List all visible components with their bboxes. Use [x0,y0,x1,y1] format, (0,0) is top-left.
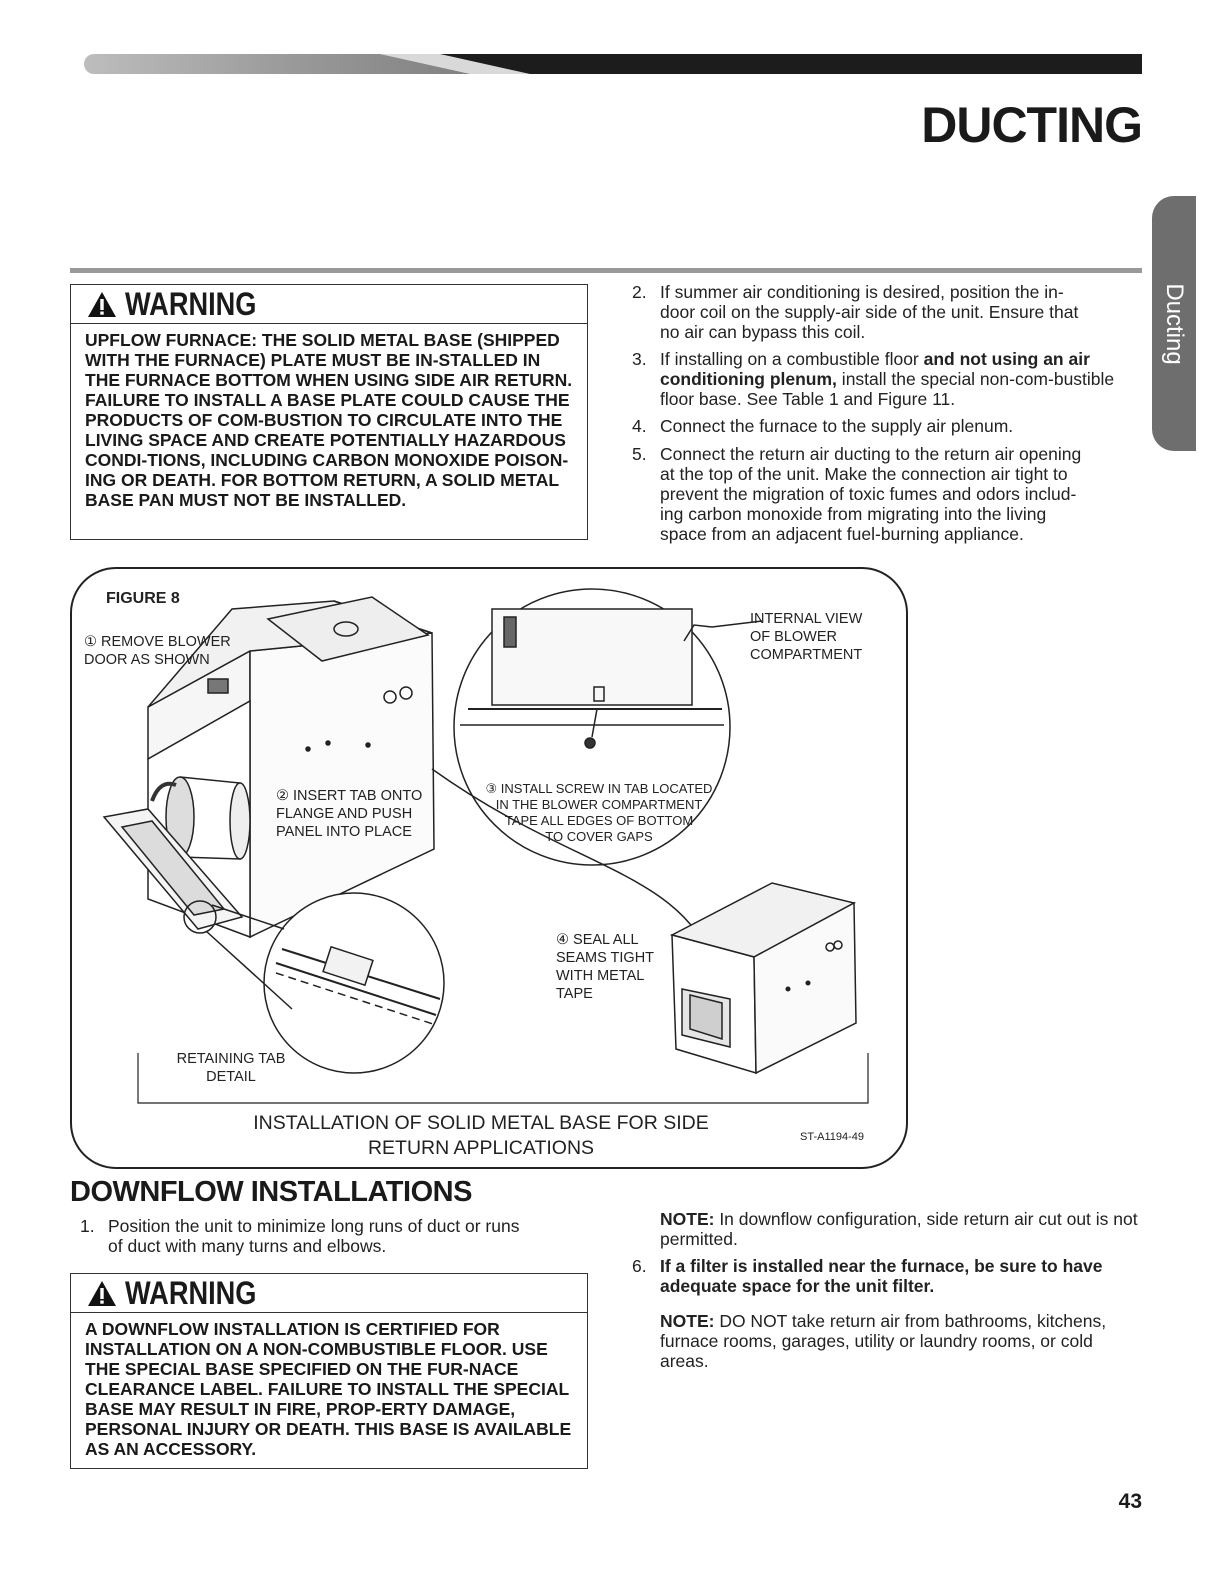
page-title: DUCTING [921,97,1143,153]
section-rule [70,268,1142,273]
step-number: 4. [632,416,647,436]
caption-line: INSTALLATION OF SOLID METAL BASE FOR SID… [253,1112,709,1134]
furnace-illustration [102,588,869,1104]
label-line: RETAINING TAB [176,1051,286,1067]
step-text: If installing on a combustible floor and… [660,349,1142,409]
caption-line: RETURN APPLICATIONS [367,1137,595,1159]
step-text-bold: and not using an air conditioning plenum… [660,349,1090,389]
label-line: ③ INSTALL SCREW IN TAB LOCATED [485,781,713,796]
note-text: In downflow configuration, side return a… [660,1209,1138,1249]
step-line: Connect the furnace to the supply air pl… [660,416,1014,436]
page-number: 43 [1118,1490,1142,1513]
step-number: 1. [80,1216,95,1236]
figure-step-2-label: ② INSERT TAB ONTO FLANGE AND PUSH PANEL … [276,787,422,841]
warning-body: A DOWNFLOW INSTALLATION IS CERTIFIED FOR… [85,1319,572,1459]
label-line: ④ SEAL ALL [556,932,639,948]
label-line: DETAIL [206,1069,256,1085]
warning-header: WARNING [71,1274,587,1313]
step-3: 3. If installing on a combustible floor … [632,349,1142,411]
label-line: ② INSERT TAB ONTO [276,788,423,804]
step-text-plain: If installing on a combustible floor [660,349,924,369]
step-line: door coil on the supply-air side of the … [660,302,1079,322]
step-text: Position the unit to minimize long runs … [108,1216,586,1256]
retaining-tab-label: RETAINING TAB DETAIL [166,1050,296,1086]
note-label: NOTE: [660,1311,715,1331]
step-line: If summer air conditioning is desired, p… [660,282,1064,302]
side-tab[interactable]: Ducting [1152,196,1196,451]
step-line: prevent the migration of toxic fumes and… [660,484,1077,504]
label-line: TAPE ALL EDGES OF BOTTOM [504,813,694,828]
section-heading: DOWNFLOW INSTALLATIONS [70,1176,472,1208]
note-return-air: NOTE: DO NOT take return air from bathro… [660,1311,1142,1371]
note-downflow-cutout: NOTE: In downflow configuration, side re… [660,1209,1142,1249]
note-label: NOTE: [660,1209,715,1229]
step-line: Connect the return air ducting to the re… [660,444,1082,464]
step-text-plain: install the special non-com-bustible flo… [660,369,1115,409]
figure-step-4-label: ④ SEAL ALL SEAMS TIGHT WITH METAL TAPE [556,931,654,1003]
step-text: If a filter is installed near the furnac… [660,1256,1103,1296]
label-line: INTERNAL VIEW [750,611,863,627]
step-number: 6. [632,1256,647,1276]
warning-triangle-icon [88,291,116,317]
step-line: space from an adjacent fuel-burning appl… [660,524,1024,544]
step-line: of duct with many turns and elbows. [108,1236,387,1256]
label-line: PANEL INTO PLACE [276,824,412,840]
step-text: Connect the furnace to the supply air pl… [660,416,1142,436]
warning-box-upflow: WARNING UPFLOW FURNACE: THE SOLID METAL … [70,284,588,540]
step-line: at the top of the unit. Make the connect… [660,464,1068,484]
label-line: COMPARTMENT [750,647,863,663]
internal-view-label: INTERNAL VIEW OF BLOWER COMPARTMENT [750,610,862,664]
warning-body: UPFLOW FURNACE: THE SOLID METAL BASE (SH… [85,330,573,510]
step-number: 2. [632,282,647,302]
label-line: ① REMOVE BLOWER [84,634,231,650]
label-line: OF BLOWER [750,629,838,645]
step-6: 6. If a filter is installed near the fur… [632,1256,1142,1298]
label-line: IN THE BLOWER COMPARTMENT [495,797,703,812]
label-line: FLANGE AND PUSH [276,806,413,822]
step-line: Position the unit to minimize long runs … [108,1216,520,1236]
step-5: 5. Connect the return air ducting to the… [632,444,1142,546]
warning-box-downflow: WARNING A DOWNFLOW INSTALLATION IS CERTI… [70,1273,588,1469]
label-line: WITH METAL [556,968,645,984]
step-4: 4. Connect the furnace to the supply air… [632,416,1142,438]
step-text: Connect the return air ducting to the re… [660,444,1142,544]
side-tab-label: Ducting [1161,282,1188,365]
figure-label: FIGURE 8 [106,590,180,607]
step-line: no air can bypass this coil. [660,322,866,342]
label-line: SEAMS TIGHT [556,950,655,966]
warning-header: WARNING [71,285,587,324]
header-bar [84,54,1142,74]
downflow-step-1: 1. Position the unit to minimize long ru… [80,1216,586,1258]
warning-title: WARNING [125,285,257,322]
figure-step-3-label: ③ INSTALL SCREW IN TAB LOCATED IN THE BL… [472,781,726,845]
step-text: If summer air conditioning is desired, p… [660,282,1142,342]
label-line: TAPE [556,986,593,1002]
step-number: 3. [632,349,647,369]
step-line: ing carbon monoxide from migrating into … [660,504,1047,524]
figure-step-1-label: ① REMOVE BLOWER DOOR AS SHOWN [84,633,231,669]
label-line: TO COVER GAPS [545,829,653,844]
step-2: 2. If summer air conditioning is desired… [632,282,1142,344]
warning-title: WARNING [125,1274,257,1311]
warning-triangle-icon [88,1280,116,1306]
note-text: DO NOT take return air from bathrooms, k… [660,1311,1107,1371]
figure-code: ST-A1194-49 [800,1131,865,1143]
label-line: DOOR AS SHOWN [84,652,210,668]
step-number: 5. [632,444,647,464]
figure-caption: INSTALLATION OF SOLID METAL BASE FOR SID… [224,1111,738,1161]
